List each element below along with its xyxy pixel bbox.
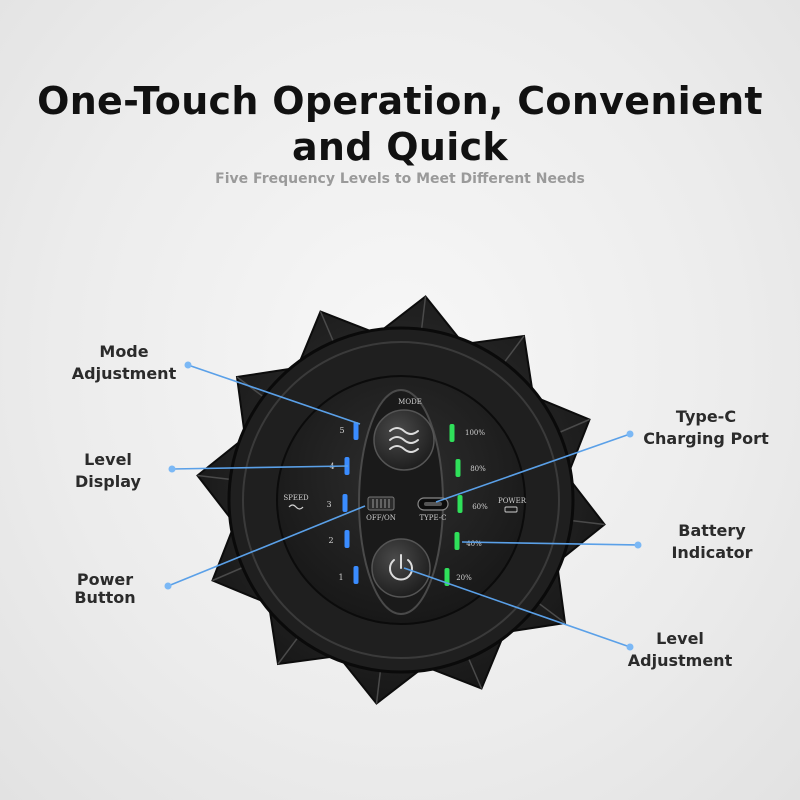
callout-dot-power — [164, 582, 172, 590]
battery-led-40 — [454, 532, 460, 550]
spike-facet-edge — [197, 474, 231, 481]
off-on-label: OFF/ON — [366, 514, 396, 522]
callout-line-type-c — [435, 433, 631, 503]
callout-type-c-port: Type-C Charging Port — [643, 407, 769, 448]
callout-line-mode — [187, 364, 361, 425]
callout-line-level-adjust — [403, 567, 631, 648]
callout-level-adjustment: Level Adjustment — [627, 629, 733, 670]
battery-icon — [504, 506, 518, 513]
switch-grip-lines — [372, 499, 390, 508]
callout-lines — [167, 364, 639, 648]
type-c-label: TYPE-C — [420, 514, 447, 522]
level-number-1: 1 — [338, 573, 343, 582]
callout-dot-type-c — [626, 430, 634, 438]
callout-dot-mode — [184, 361, 192, 369]
spike-facet-edge — [503, 335, 525, 363]
battery-led-20 — [444, 568, 450, 586]
callout-mode-adjustment: Mode Adjustment — [71, 342, 177, 383]
power-icon — [389, 554, 413, 581]
speed-label: SPEED — [283, 494, 309, 502]
spike-facet-edge — [212, 566, 244, 582]
battery-percent-100: 100% — [465, 429, 485, 437]
level-led-3 — [342, 494, 348, 512]
callout-dot-battery — [634, 541, 642, 549]
page-title: One-Touch Operation, Convenient and Quic… — [37, 79, 763, 169]
level-led-5 — [353, 422, 359, 440]
device-facets — [197, 296, 605, 704]
mode-label: MODE — [398, 398, 422, 406]
level-number-2: 2 — [328, 536, 333, 545]
battery-led-100 — [449, 424, 455, 442]
level-led-2 — [344, 530, 350, 548]
battery-percent-20: 20% — [456, 574, 472, 582]
callout-line-level-display — [171, 465, 349, 470]
page-subtitle: Five Frequency Levels to Meet Different … — [215, 171, 585, 187]
type-c-port-inner — [424, 502, 442, 506]
callout-battery-indicator: Battery Indicator — [671, 521, 753, 562]
battery-percent-80: 80% — [470, 465, 486, 473]
spike-facet-edge — [319, 311, 335, 343]
speed-wave-icon — [288, 504, 304, 510]
battery-percent-60: 60% — [472, 503, 488, 511]
device-ring-highlight — [242, 341, 560, 659]
level-number-5: 5 — [339, 426, 344, 435]
callout-level-display: Level Display — [75, 450, 141, 491]
callout-dot-level-display — [168, 465, 176, 473]
level-led-1 — [353, 566, 359, 584]
spike-facet-edge — [375, 670, 382, 704]
callout-dot-level-adjust — [626, 643, 634, 651]
battery-led-60 — [457, 495, 463, 513]
callout-line-battery — [461, 541, 639, 546]
callout-endpoints — [164, 361, 642, 651]
battery-percent-40: 40% — [466, 540, 482, 548]
wave-icon — [389, 427, 419, 453]
spike-facet-edge — [467, 657, 483, 689]
callout-line-power — [167, 505, 366, 587]
callout-power-button: Power Button — [74, 570, 136, 607]
power-label: POWER — [498, 497, 527, 505]
spike-facet-edge — [571, 519, 605, 526]
level-number-3: 3 — [326, 500, 331, 509]
spike-facet-edge — [420, 296, 427, 330]
spike-facet-edge — [277, 637, 299, 665]
spike-facet-edge — [558, 418, 590, 434]
battery-led-80 — [455, 459, 461, 477]
spike-facet-edge — [538, 602, 566, 624]
